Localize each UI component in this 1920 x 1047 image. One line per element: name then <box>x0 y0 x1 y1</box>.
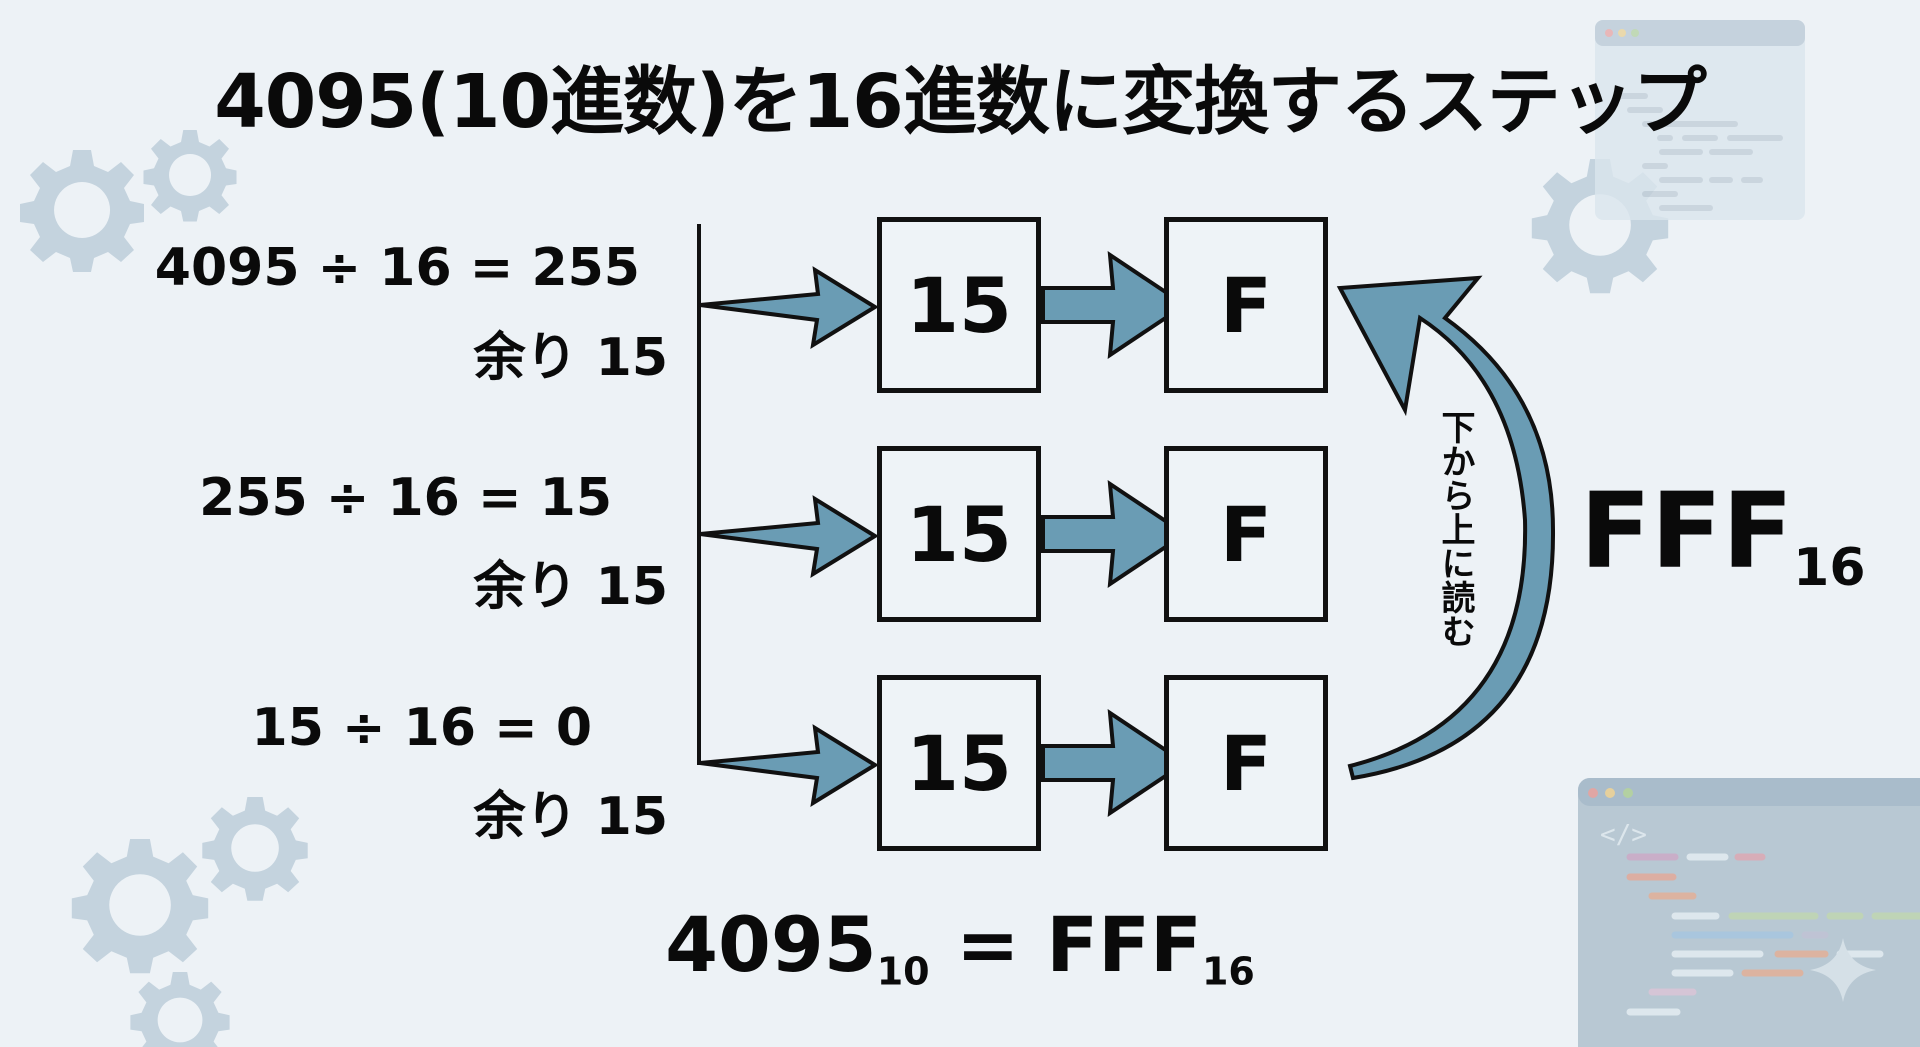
arrow-icon <box>699 266 879 349</box>
hex-digit-box: F <box>1164 217 1328 393</box>
step-remainder: 余り 15 <box>473 328 668 388</box>
page-title: 4095(10進数)を16進数に変換するステップ <box>214 59 1707 145</box>
decimal-remainder-box: 15 <box>877 446 1041 622</box>
svg-text:</>: </> <box>1600 820 1647 850</box>
arrow-icon <box>1041 480 1189 588</box>
step-equation: 15 ÷ 16 = 0 <box>251 698 592 758</box>
code-editor-icon: </> <box>1578 778 1920 1047</box>
final-equals: = <box>956 900 1020 989</box>
final-right-base: 16 <box>1201 949 1255 994</box>
decimal-remainder-box: 15 <box>877 217 1041 393</box>
final-left-value: 4095 <box>665 900 877 989</box>
code-window-icon <box>1595 20 1805 220</box>
final-right-value: FFF <box>1046 900 1202 989</box>
result-value: FFF16 <box>1580 470 1866 598</box>
step-remainder: 余り 15 <box>473 557 668 617</box>
sparkle-icon <box>1810 938 1876 1002</box>
result-base: 16 <box>1793 538 1866 599</box>
arrow-icon <box>699 724 879 807</box>
read-up-arrow-icon <box>1336 275 1556 781</box>
step-equation: 255 ÷ 16 = 15 <box>199 468 612 528</box>
final-equation: 409510 = FFF16 <box>0 900 1920 993</box>
hex-digit-box: F <box>1164 675 1328 851</box>
arrow-icon <box>1041 709 1189 817</box>
result-digits: FFF <box>1580 470 1794 592</box>
read-direction-label: 下から上に読む <box>1435 410 1475 648</box>
arrow-icon <box>1041 251 1189 359</box>
step-remainder: 余り 15 <box>473 787 668 847</box>
step-equation: 4095 ÷ 16 = 255 <box>154 238 640 298</box>
hex-digit-box: F <box>1164 446 1328 622</box>
final-left-base: 10 <box>876 949 930 994</box>
decimal-remainder-box: 15 <box>877 675 1041 851</box>
arrow-icon <box>699 495 879 578</box>
